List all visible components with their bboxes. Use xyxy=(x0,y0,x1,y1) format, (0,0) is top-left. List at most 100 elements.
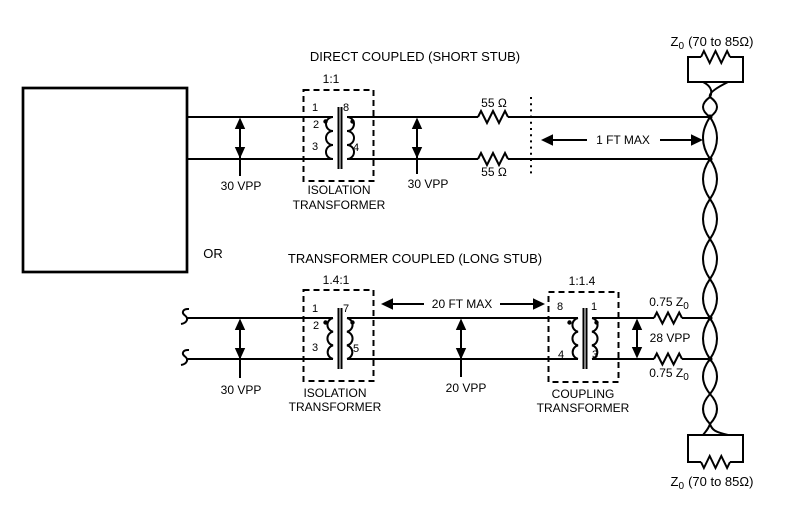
arrowhead-left xyxy=(381,298,393,310)
bus-termination-top-label: Z0(70 to 85Ω) xyxy=(671,34,754,52)
transformer-name-line1: ISOLATION xyxy=(307,183,370,197)
arrowhead-down xyxy=(234,147,246,159)
pin-label: 3 xyxy=(592,349,598,361)
impedance-range: (70 to 85Ω) xyxy=(688,34,753,49)
coupling-transformer: 1:1.4 8 1 4 3 COUPLING TRANSFORMER xyxy=(537,274,630,415)
transformer-ratio: 1.4:1 xyxy=(323,273,350,287)
stub-vpp-arrow-direct: 30 VPP xyxy=(408,117,449,191)
junction-dot xyxy=(707,156,713,162)
arrowhead-down xyxy=(411,147,423,159)
resistor-value: 0.75 Z xyxy=(649,366,683,380)
pin-label: 8 xyxy=(343,102,349,114)
twisted-pair-wire-b xyxy=(702,81,729,436)
transformer-ratio: 1:1 xyxy=(323,72,340,86)
stub-vpp-label: 20 VPP xyxy=(446,381,487,395)
bus-termination-top-resistor xyxy=(700,48,731,66)
twisted-pair-wire-a xyxy=(702,81,718,436)
pin-label: 3 xyxy=(312,342,318,354)
stub-wires xyxy=(186,317,708,360)
primary-winding xyxy=(326,317,334,360)
pin-label: 1 xyxy=(591,301,597,313)
wire-break-symbol xyxy=(180,348,190,366)
impedance-subscript: 0 xyxy=(679,481,685,492)
direct-coupled-title: DIRECT COUPLED (SHORT STUB) xyxy=(310,49,520,64)
polarity-dot xyxy=(567,320,572,325)
isolation-transformer-coupled: 1.4:1 1 7 2 3 5 ISOLATION TRANSFORMER xyxy=(289,273,382,414)
arrowhead-up xyxy=(234,117,246,129)
arrowhead-down xyxy=(631,347,643,359)
transformer-ratio: 1:1.4 xyxy=(569,274,596,288)
junction-dot xyxy=(707,114,713,120)
transformer-coupled-title: TRANSFORMER COUPLED (LONG STUB) xyxy=(288,251,542,266)
wire-break-symbol xyxy=(180,307,190,325)
input-vpp-label: 30 VPP xyxy=(221,383,262,397)
stub-vpp-label: 30 VPP xyxy=(408,177,449,191)
stub-length-label: 20 FT MAX xyxy=(432,297,492,311)
polarity-dot xyxy=(350,119,355,124)
bus-termination-bottom-loop xyxy=(687,434,744,463)
transformer-name-line2: TRANSFORMER xyxy=(293,198,386,212)
input-vpp-arrow-coupled: 30 VPP xyxy=(221,318,262,397)
impedance-symbol: Z xyxy=(671,474,679,489)
input-vpp-label: 30 VPP xyxy=(221,179,262,193)
polarity-dot xyxy=(350,320,355,325)
or-label: OR xyxy=(203,246,223,261)
impedance-subscript: 0 xyxy=(679,41,685,52)
stub-resistor-bottom xyxy=(653,351,683,367)
data-bus: Z0(70 to 85Ω) Z0(70 to 85Ω) xyxy=(671,34,754,492)
bus-termination-bottom-resistor xyxy=(700,453,731,471)
transformer-name-line1: ISOLATION xyxy=(303,386,366,400)
arrowhead-up xyxy=(631,318,643,330)
arrowhead-up xyxy=(411,117,423,129)
stub-resistor-top xyxy=(653,310,683,326)
fault-resistor-bottom-label: 55 Ω xyxy=(481,165,507,179)
stub-length-arrow-coupled: 20 FT MAX xyxy=(381,297,545,311)
junction-dot xyxy=(707,315,713,321)
fault-resistor-top xyxy=(477,108,509,126)
stub-resistor-bottom-label: 0.75 Z0 xyxy=(649,366,689,383)
subsystem-box xyxy=(21,86,189,274)
arrowhead-down xyxy=(455,348,467,360)
pin-label: 7 xyxy=(343,303,349,315)
bus-vpp-arrow: 28 VPP xyxy=(631,318,690,359)
stub-resistor-top-label: 0.75 Z0 xyxy=(649,295,689,312)
stub-length-arrow-direct: 1 FT MAX xyxy=(541,133,703,147)
fault-resistor-top-label: 55 Ω xyxy=(481,96,507,110)
pin-label: 4 xyxy=(353,142,359,154)
secondary-winding xyxy=(591,317,599,360)
transformer-core xyxy=(337,308,343,369)
primary-winding xyxy=(325,116,334,160)
stub-length-label: 1 FT MAX xyxy=(596,133,650,147)
polarity-dot xyxy=(323,119,328,124)
stub-vpp-arrow-coupled: 20 VPP xyxy=(446,318,487,395)
transformer-core xyxy=(582,308,588,369)
arrowhead-up xyxy=(234,318,246,330)
pin-label: 5 xyxy=(353,343,359,355)
pin-label: 1 xyxy=(312,102,318,114)
arrowhead-left xyxy=(541,134,553,146)
resistor-value-subscript: 0 xyxy=(683,301,689,312)
pin-label: 2 xyxy=(313,320,319,332)
pin-label: 2 xyxy=(313,119,319,131)
bus-termination-top-loop xyxy=(687,56,744,83)
resistor-value: 0.75 Z xyxy=(649,295,683,309)
direct-coupled-circuit: 55 Ω 55 Ω 1:1 1 8 2 3 4 ISOLATION TRANSF… xyxy=(187,72,708,212)
arrowhead-right xyxy=(691,134,703,146)
impedance-range: (70 to 85Ω) xyxy=(688,474,753,489)
junction-dot xyxy=(707,356,713,362)
fault-resistor-bottom xyxy=(477,150,509,168)
secondary-winding xyxy=(346,317,354,360)
pin-label: 1 xyxy=(312,303,318,315)
bus-termination-bottom-label: Z0(70 to 85Ω) xyxy=(671,474,754,492)
transformer-name-line2: TRANSFORMER xyxy=(289,400,382,414)
transformer-core xyxy=(337,107,343,169)
primary-winding xyxy=(571,317,579,360)
transformer-name-line2: TRANSFORMER xyxy=(537,401,630,415)
isolation-transformer-direct: 1:1 1 8 2 3 4 ISOLATION TRANSFORMER xyxy=(293,72,386,212)
secondary-winding xyxy=(346,116,355,160)
pin-label: 4 xyxy=(558,349,564,361)
polarity-dot xyxy=(594,320,599,325)
transformer-name-line1: COUPLING xyxy=(552,387,615,401)
